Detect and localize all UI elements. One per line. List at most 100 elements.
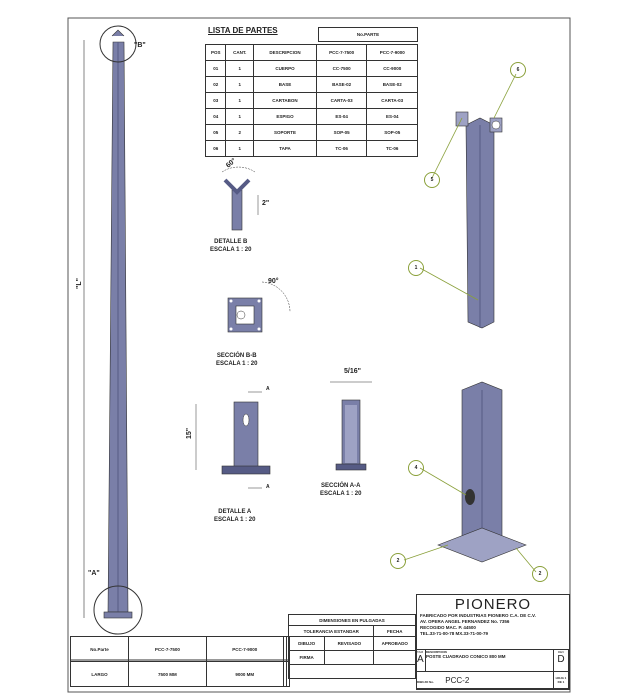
signature-cell: FIRMA bbox=[287, 650, 326, 665]
table-cell: POS bbox=[204, 44, 227, 61]
table-cell: DESCRIPCION bbox=[253, 44, 317, 61]
table-cell: CC-9000 bbox=[366, 60, 418, 77]
balloon-2a: 2 bbox=[390, 553, 406, 569]
tolerance-cell: TOLERANCIA ESTANDAR bbox=[287, 625, 375, 637]
caption-title: SECCIÓN B-B bbox=[216, 353, 257, 359]
table-cell: 05 bbox=[204, 124, 227, 141]
table-cell: ES-04 bbox=[315, 108, 368, 125]
label-a: "A" bbox=[88, 570, 100, 577]
section-bb-view bbox=[227, 281, 291, 333]
group-header-cell: No.PARTE bbox=[318, 27, 418, 42]
caption-scale: ESCALA 1 : 20 bbox=[214, 517, 256, 523]
table-cell: 03 bbox=[204, 92, 227, 109]
table-cell: CARTA-03 bbox=[366, 92, 418, 109]
table-cell: SOP-05 bbox=[366, 124, 418, 141]
description-label: DESCRIPCION bbox=[426, 650, 447, 654]
approved-cell: APROBADO bbox=[373, 636, 416, 651]
address-line: FABRICADO POR INDUSTRIAS PIONERO C.A. DE… bbox=[420, 613, 536, 618]
table-cell: PCC-7-9000 bbox=[205, 636, 285, 662]
dimensions-title: DIMENSIONES EN PULGADAS bbox=[288, 614, 416, 626]
caption-title: DETALLE B bbox=[214, 239, 248, 245]
description-value: POSTE CUADRADO CONICO 800 MM bbox=[426, 654, 506, 659]
dimensions-block: DIMENSIONES EN PULGADAS TOLERANCIA ESTAN… bbox=[287, 614, 416, 679]
balloon-leaders bbox=[403, 73, 537, 573]
balloon-1: 1 bbox=[408, 260, 424, 276]
caption-scale: ESCALA 1 : 20 bbox=[216, 361, 258, 367]
table-cell: 1 bbox=[225, 92, 255, 109]
label-b: "B" bbox=[134, 42, 146, 49]
balloon-2b: 2 bbox=[532, 566, 548, 582]
rev-value: D bbox=[557, 654, 565, 665]
caption-title: DETALLE A bbox=[218, 509, 252, 515]
table-cell: SOPORTE bbox=[253, 124, 317, 141]
section-aa-view bbox=[330, 381, 372, 471]
table-cell: 04 bbox=[204, 108, 227, 125]
detail-b-circle bbox=[99, 25, 137, 63]
table-cell: PCC-7-7500 bbox=[128, 636, 207, 662]
detail-a-circle bbox=[93, 585, 143, 635]
address-line: TEL.33-71-00-78 MX.33-71-00-79 bbox=[420, 631, 489, 636]
section-arrow-a-top: A bbox=[266, 386, 270, 392]
table-cell: ES-04 bbox=[366, 108, 418, 125]
date-cell: FECHA bbox=[373, 625, 416, 637]
isometric-base-view bbox=[437, 381, 527, 563]
revised-cell: REVISADO bbox=[324, 636, 375, 651]
company-name: PIONERO bbox=[454, 596, 532, 613]
table-cell: TC-06 bbox=[366, 140, 418, 157]
rev-label: REV bbox=[557, 650, 565, 654]
sheet-border bbox=[67, 17, 571, 693]
dim-5-16: 5/16" bbox=[344, 368, 361, 375]
balloon-5: 5 bbox=[424, 172, 440, 188]
size-label: TAM bbox=[417, 650, 424, 654]
table-cell: CANT. bbox=[225, 44, 255, 61]
table-cell: CARTABON bbox=[253, 92, 317, 109]
balloon-4: 4 bbox=[408, 460, 424, 476]
table-cell: CARTA-03 bbox=[315, 92, 368, 109]
parts-list-title: LISTA DE PARTES bbox=[208, 26, 278, 35]
section-arrow-a-bottom: A bbox=[266, 484, 270, 490]
detail-b-view bbox=[221, 166, 259, 231]
table-cell: 7500 MM bbox=[128, 661, 207, 687]
table-cell: LARGO bbox=[69, 661, 130, 687]
table-cell: 9000 MM bbox=[205, 661, 285, 687]
parts-group-header: No.PARTE bbox=[318, 27, 418, 42]
sheet-label: HOJA 1 DE 1 bbox=[553, 671, 569, 689]
table-cell: SOP-05 bbox=[315, 124, 368, 141]
table-cell: BASE bbox=[253, 76, 317, 93]
table-cell: 1 bbox=[225, 108, 255, 125]
address-line: RECOGIDO MAC. P. 44500 bbox=[420, 625, 476, 630]
address-line: AV. OPERA ANGEL FERNANDEZ No. 7356 bbox=[420, 619, 510, 624]
table-cell: 2 bbox=[225, 124, 255, 141]
table-cell: 1 bbox=[225, 60, 255, 77]
drawing-no-value: PCC-2 bbox=[445, 675, 470, 685]
balloon-6: 6 bbox=[510, 62, 526, 78]
detail-a-view bbox=[195, 391, 271, 489]
detail-a-caption: DETALLE A ESCALA 1 : 20 bbox=[214, 508, 255, 524]
table-cell: No.Parte bbox=[69, 636, 130, 662]
table-cell: BASE-02 bbox=[315, 76, 368, 93]
caption-title: SECCIÓN A-A bbox=[321, 483, 361, 489]
dim-length: "L" bbox=[75, 278, 83, 289]
table-cell: BASE-02 bbox=[366, 76, 418, 93]
pole-full-view bbox=[83, 25, 143, 635]
isometric-top-view bbox=[455, 111, 503, 329]
dim-angle-90: 90° bbox=[268, 278, 279, 285]
table-cell: TC-06 bbox=[315, 140, 368, 157]
dim-2: 2" bbox=[262, 200, 270, 207]
table-cell: PCC-7-7500 bbox=[315, 44, 368, 61]
table-cell: PCC-7-9000 bbox=[366, 44, 418, 61]
table-cell: 1 bbox=[225, 76, 255, 93]
